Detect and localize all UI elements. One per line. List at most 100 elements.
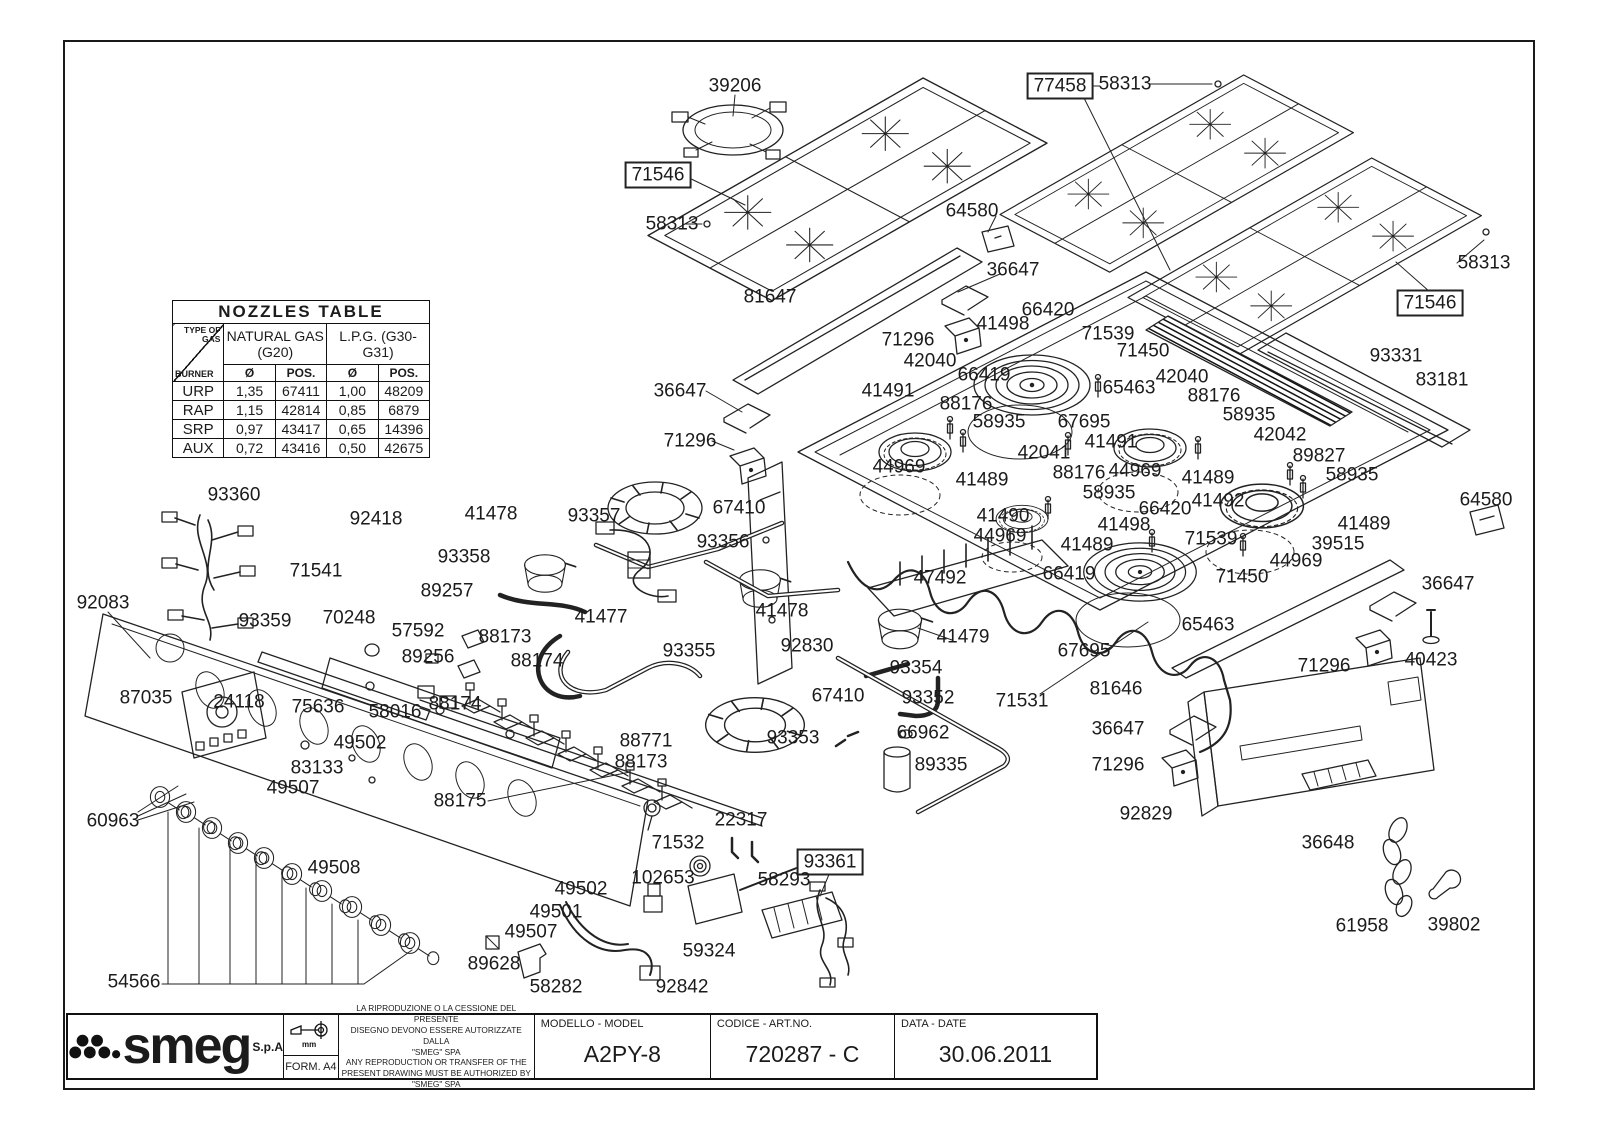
smeg-dots-icon xyxy=(69,1034,121,1058)
part-label: 67410 xyxy=(811,685,865,707)
part-label: 92830 xyxy=(780,635,834,657)
code-label: CODICE - ART.NO. xyxy=(716,1018,813,1030)
part-label: 71531 xyxy=(995,690,1049,712)
part-label: 36647 xyxy=(653,380,707,402)
part-label: 88175 xyxy=(433,790,487,812)
part-label: 89628 xyxy=(467,953,521,975)
col-group-lpg: L.P.G. (G30-G31) xyxy=(326,323,430,365)
part-label: 71296 xyxy=(881,329,935,351)
projection-symbol-cell: mm FORM. A4 xyxy=(283,1015,338,1078)
part-label: 66419 xyxy=(1042,563,1096,585)
part-label: 89257 xyxy=(420,580,474,602)
part-label: 49502 xyxy=(333,732,387,754)
brand-logo: smeg S.p.A xyxy=(68,1015,283,1078)
brand-suffix: S.p.A xyxy=(252,1039,283,1054)
part-label: 24118 xyxy=(213,691,265,713)
part-label: 71539 xyxy=(1184,528,1238,550)
part-label: 36647 xyxy=(1421,573,1475,595)
part-label: 71546 xyxy=(624,161,692,189)
part-label: 71541 xyxy=(289,560,343,582)
part-label: 71450 xyxy=(1116,340,1170,362)
part-label: 81647 xyxy=(743,286,797,308)
part-label: 58313 xyxy=(1098,73,1152,95)
part-label: 58313 xyxy=(1457,252,1511,274)
part-label: 41490 xyxy=(976,505,1030,527)
part-label: 41477 xyxy=(574,606,628,628)
part-label: 49508 xyxy=(307,857,361,879)
part-label: 71296 xyxy=(663,430,717,452)
part-label: 41489 xyxy=(1337,513,1391,535)
part-label: 88176 xyxy=(939,393,993,415)
part-label: 93352 xyxy=(901,687,955,709)
part-label: 71532 xyxy=(651,832,705,854)
part-label: 71450 xyxy=(1215,566,1269,588)
part-label: 41498 xyxy=(1097,514,1151,536)
part-label: 44969 xyxy=(1269,550,1323,572)
part-label: 41491 xyxy=(861,380,915,402)
field-date: DATA - DATE 30.06.2011 xyxy=(894,1015,1096,1078)
part-label: 66420 xyxy=(1138,498,1192,520)
first-angle-projection-icon: mm xyxy=(290,1021,328,1049)
subheader-diameter-lpg: Ø xyxy=(326,364,379,382)
part-label: 58313 xyxy=(645,213,699,235)
part-label: 64580 xyxy=(1459,489,1513,511)
part-label: 93353 xyxy=(766,727,820,749)
svg-text:mm: mm xyxy=(302,1040,316,1049)
part-label: 93361 xyxy=(796,848,864,876)
part-label: 67410 xyxy=(712,497,766,519)
part-label: 41479 xyxy=(936,626,990,648)
title-block: smeg S.p.A mm FORM. A4 LA RIPRODUZIONE O… xyxy=(66,1003,1098,1089)
part-label: 71296 xyxy=(1091,754,1145,776)
part-label: 58935 xyxy=(972,411,1026,433)
part-label: 71296 xyxy=(1297,655,1351,677)
part-label: 44969 xyxy=(973,525,1027,547)
part-label: 44969 xyxy=(1108,460,1162,482)
part-label: 88176 xyxy=(1187,385,1241,407)
field-code: CODICE - ART.NO. 720287 - C xyxy=(709,1015,894,1078)
part-label: 65463 xyxy=(1181,614,1235,636)
date-label: DATA - DATE xyxy=(901,1018,967,1030)
part-label: 92418 xyxy=(349,508,403,530)
brand-name: smeg xyxy=(122,1016,252,1075)
form-size: FORM. A4 xyxy=(284,1055,338,1078)
part-label: 66962 xyxy=(896,722,950,744)
part-label: 93359 xyxy=(238,610,292,632)
part-label: 41478 xyxy=(464,503,518,525)
part-label: 93360 xyxy=(207,484,261,506)
nozzles-table-title: NOZZLES TABLE xyxy=(172,300,430,324)
model-label: MODELLO - MODEL xyxy=(540,1018,644,1030)
part-label: 64580 xyxy=(945,200,999,222)
part-label: 89827 xyxy=(1292,445,1346,467)
part-label: 83181 xyxy=(1415,369,1469,391)
part-label: 87035 xyxy=(119,687,173,709)
subheader-diameter-ng: Ø xyxy=(223,364,276,382)
part-label: 42041 xyxy=(1017,442,1071,464)
part-label: 42040 xyxy=(903,350,957,372)
part-label: 57592 xyxy=(391,620,445,642)
col-group-natural-gas: NATURAL GAS (G20) xyxy=(223,323,328,365)
part-label: 36647 xyxy=(1091,718,1145,740)
part-label: 39802 xyxy=(1427,914,1481,936)
part-label: 22317 xyxy=(714,809,768,831)
part-label: 89256 xyxy=(401,646,455,668)
part-label: 88173 xyxy=(478,626,532,648)
part-label: 70248 xyxy=(322,607,376,629)
part-label: 41478 xyxy=(755,600,809,622)
part-label: 36648 xyxy=(1301,832,1355,854)
part-label: 88176 xyxy=(1052,462,1106,484)
part-label: 41489 xyxy=(1060,534,1114,556)
disclaimer: LA RIPRODUZIONE O LA CESSIONE DEL PRESEN… xyxy=(337,1003,534,1089)
part-label: 65463 xyxy=(1102,377,1156,399)
part-label: 54566 xyxy=(107,971,161,993)
part-label: 93354 xyxy=(889,657,943,679)
part-label: 41489 xyxy=(1181,467,1235,489)
part-label: 49507 xyxy=(504,921,558,943)
nozzles-corner-cell: TYPE OF GAS BURNER xyxy=(171,323,225,382)
subheader-pos-lpg: POS. xyxy=(377,364,431,382)
